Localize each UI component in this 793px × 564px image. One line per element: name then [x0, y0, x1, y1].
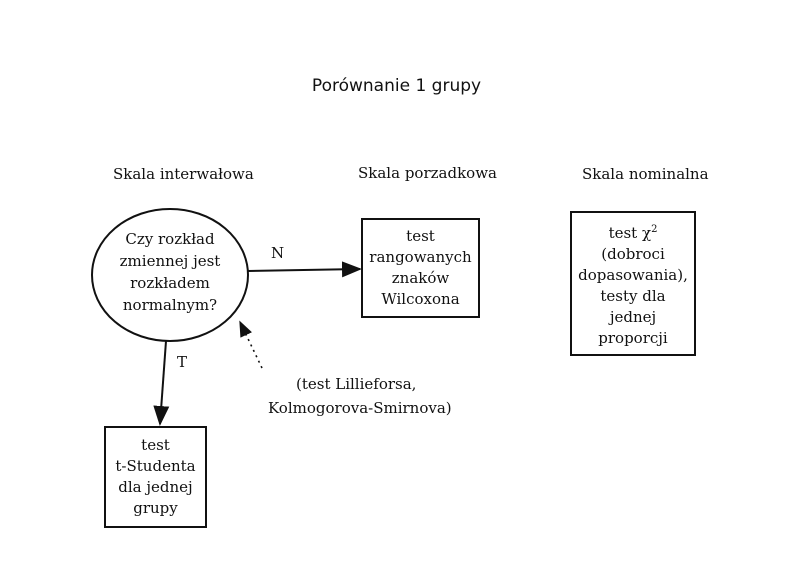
chi-line-1: test χ2 [609, 219, 658, 244]
wilcoxon-line-2: rangowanych [369, 248, 472, 266]
chi-line-6: proporcji [598, 328, 668, 347]
arrow-yes-to-ttest [153, 340, 170, 426]
ttest-line-2: t-Studenta [115, 457, 196, 475]
wilcoxon-line-4: Wilcoxona [381, 290, 460, 308]
note-line-1: (test Lillieforsa, [296, 375, 417, 393]
chi-superscript: 2 [651, 223, 658, 235]
chi-line-1-prefix: test χ [608, 223, 652, 242]
wilcoxon-test-box: test rangowanych znaków Wilcoxona [361, 218, 480, 318]
decision-line-1: Czy rozkład [125, 230, 215, 248]
chi-line-5: jednej [609, 307, 657, 326]
decision-text: Czy rozkład zmiennej jest rozkładem norm… [96, 228, 244, 316]
dotted-arrow-normality-test [239, 320, 263, 369]
ttest-line-3: dla jednej [118, 478, 193, 496]
wilcoxon-line-1: test [406, 227, 435, 245]
chi-line-3: dopasowania), [578, 265, 688, 284]
wilcoxon-line-3: znaków [391, 269, 450, 287]
edge-label-no: N [271, 244, 285, 262]
t-student-test-box: test t-Studenta dla jednej grupy [104, 426, 207, 528]
ttest-line-4: grupy [133, 499, 178, 517]
arrow-no-to-wilcoxon [247, 261, 362, 278]
chi-line-4: testy dla [600, 286, 666, 305]
chi-line-2: (dobroci [601, 244, 665, 263]
header-interval-scale: Skala interwałowa [113, 165, 254, 183]
ttest-line-1: test [141, 436, 170, 454]
decision-line-2: zmiennej jest [119, 252, 221, 270]
chi-square-test-box: test χ2 (dobroci dopasowania), testy dla… [570, 211, 696, 356]
page-title: Porównanie 1 grupy [311, 76, 482, 96]
header-ordinal-scale: Skala porzadkowa [358, 164, 497, 182]
decision-line-4: normalnym? [122, 296, 218, 314]
header-nominal-scale: Skala nominalna [582, 165, 709, 183]
note-line-2: Kolmogorova-Smirnova) [268, 399, 452, 417]
decision-line-3: rozkładem [130, 274, 210, 292]
edge-label-yes: T [177, 353, 188, 371]
decision-ellipse [91, 208, 249, 342]
